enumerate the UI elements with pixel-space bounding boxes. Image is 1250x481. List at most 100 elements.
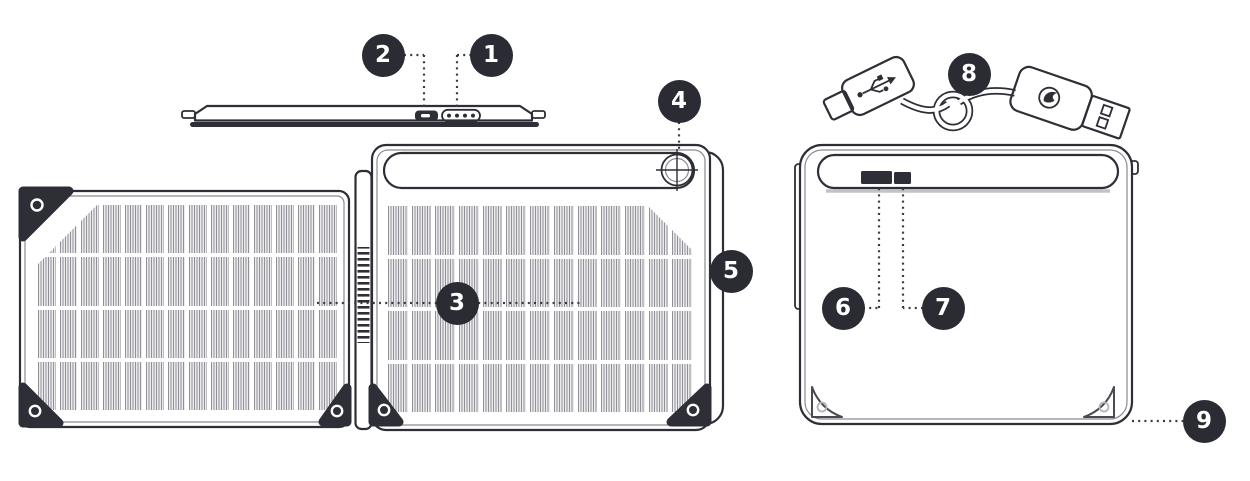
solar-cell bbox=[482, 206, 503, 255]
solar-cell bbox=[601, 363, 621, 412]
solar-cell bbox=[388, 311, 408, 360]
solar-cell bbox=[577, 206, 598, 255]
sundial-icon bbox=[656, 149, 698, 191]
back-left-edge bbox=[794, 163, 803, 310]
solar-cell bbox=[167, 205, 186, 254]
solar-cell bbox=[254, 257, 273, 306]
left-solar-cell-grid bbox=[38, 205, 337, 410]
usb-a-plug bbox=[1081, 95, 1131, 140]
solar-cell bbox=[553, 311, 574, 360]
usb-a-connector bbox=[1009, 65, 1131, 140]
solar-cell bbox=[297, 257, 316, 306]
solar-cell bbox=[59, 205, 78, 254]
solar-cell bbox=[601, 206, 621, 255]
solar-cell bbox=[577, 258, 598, 307]
solar-cell bbox=[530, 311, 550, 360]
solar-cell bbox=[297, 361, 316, 410]
solar-cell bbox=[81, 205, 99, 254]
solar-cell bbox=[319, 309, 337, 358]
usb-trident-icon bbox=[857, 74, 896, 98]
back-grommet-hole bbox=[816, 401, 828, 413]
usb-plug-hole bbox=[1095, 116, 1110, 130]
back-corner-grommet bbox=[1083, 386, 1115, 418]
solar-cell bbox=[146, 309, 164, 358]
back-shell bbox=[798, 143, 1134, 426]
solar-cell bbox=[530, 206, 550, 255]
solar-cell bbox=[59, 361, 78, 410]
callout-3-solar-panel-cells: 3 bbox=[435, 281, 479, 325]
callout-4-sundial: 4 bbox=[657, 79, 701, 123]
solar-cell bbox=[482, 363, 503, 412]
solar-cell bbox=[189, 205, 208, 254]
handle-pocket bbox=[816, 153, 1120, 190]
solar-cell bbox=[672, 311, 692, 360]
solar-cell bbox=[38, 309, 56, 358]
solar-cell bbox=[530, 258, 550, 307]
solar-cell bbox=[81, 257, 99, 306]
solar-cell bbox=[672, 206, 692, 255]
solar-cell bbox=[411, 311, 432, 360]
side-view-folded-panel bbox=[181, 104, 546, 127]
solar-cell bbox=[319, 257, 337, 306]
solar-cell bbox=[81, 309, 99, 358]
solar-cell bbox=[577, 311, 598, 360]
solar-cell bbox=[124, 205, 143, 254]
solar-cell bbox=[577, 363, 598, 412]
hinge bbox=[354, 169, 373, 431]
solar-cell bbox=[167, 361, 186, 410]
solar-cell bbox=[601, 258, 621, 307]
solar-cell bbox=[189, 361, 208, 410]
led-dot bbox=[463, 113, 467, 118]
back-right-tab bbox=[1125, 160, 1139, 175]
solar-cell bbox=[167, 257, 186, 306]
callout-2-power-button: 2 bbox=[361, 33, 405, 77]
solar-cell bbox=[232, 309, 251, 358]
back-view-folded-panel bbox=[794, 143, 1139, 426]
solar-cell bbox=[102, 361, 121, 410]
solar-cell bbox=[411, 258, 432, 307]
leader-1 bbox=[455, 53, 471, 108]
power-brand-icon bbox=[1038, 86, 1061, 109]
solar-cell bbox=[38, 361, 56, 410]
solar-cell bbox=[211, 205, 229, 254]
solar-cell bbox=[648, 363, 669, 412]
solar-cell bbox=[459, 206, 479, 255]
solar-cell bbox=[146, 361, 164, 410]
right-solar-cell-grid bbox=[388, 206, 692, 412]
solar-cell bbox=[211, 361, 229, 410]
solar-cell bbox=[388, 363, 408, 412]
solar-cell bbox=[59, 257, 78, 306]
solar-cell bbox=[672, 258, 692, 307]
leader-7 bbox=[901, 187, 923, 310]
solar-cell bbox=[506, 206, 527, 255]
solar-cell bbox=[167, 309, 186, 358]
hinge-stitching bbox=[357, 247, 370, 343]
solar-cell bbox=[435, 363, 456, 412]
leader-2 bbox=[404, 53, 426, 108]
led-dot bbox=[471, 113, 475, 118]
led-dot bbox=[447, 113, 451, 118]
solar-cell bbox=[648, 206, 669, 255]
right-edge-tab bbox=[531, 110, 546, 119]
solar-cell bbox=[553, 206, 574, 255]
solar-cell bbox=[388, 206, 408, 255]
solar-cell bbox=[232, 205, 251, 254]
callout-6-port-left: 6 bbox=[821, 286, 865, 330]
solar-cell bbox=[276, 361, 294, 410]
solar-cell bbox=[38, 257, 56, 306]
solar-cell bbox=[124, 361, 143, 410]
solar-cell bbox=[553, 258, 574, 307]
solar-cell bbox=[506, 363, 527, 412]
solar-cell bbox=[601, 311, 621, 360]
solar-cell bbox=[624, 258, 645, 307]
solar-cell bbox=[319, 361, 337, 410]
solar-cell bbox=[530, 363, 550, 412]
kickstand-pocket bbox=[382, 151, 696, 190]
callout-9-back-bottom-corner: 9 bbox=[1182, 399, 1226, 443]
solar-cell bbox=[211, 257, 229, 306]
led-dot bbox=[455, 113, 459, 118]
callout-7-port-right: 7 bbox=[921, 286, 965, 330]
solar-cell bbox=[102, 205, 121, 254]
side-view-base-bar bbox=[190, 122, 539, 127]
